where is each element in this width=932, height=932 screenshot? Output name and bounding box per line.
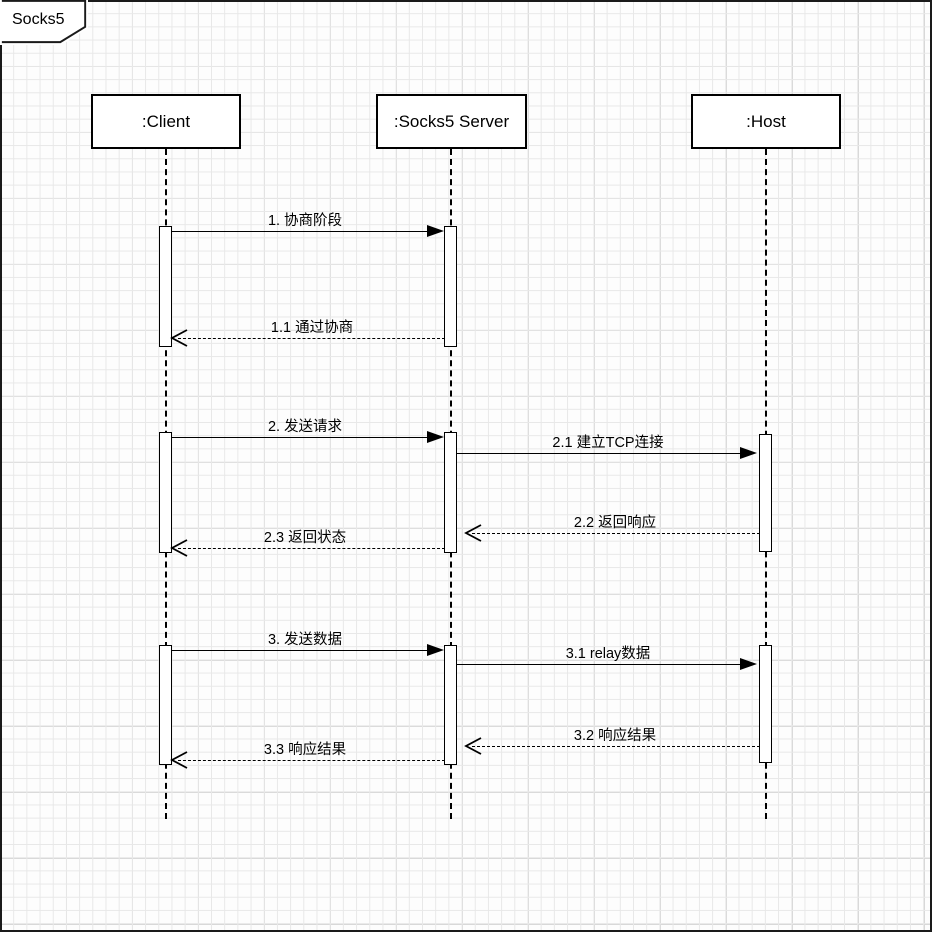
message-label-m3: 3. 发送数据 bbox=[267, 632, 343, 648]
lifeline-header-host[interactable]: :Host bbox=[691, 94, 841, 149]
message-label-m3_2: 3.2 响应结果 bbox=[573, 728, 657, 744]
arrow-head-filled-icon bbox=[427, 431, 444, 443]
activation-bar-server-2 bbox=[444, 432, 457, 553]
arrow-head-filled-icon bbox=[740, 447, 757, 459]
message-line-m3_1[interactable] bbox=[457, 664, 750, 665]
arrow-head-filled-icon bbox=[427, 225, 444, 237]
message-line-m1[interactable] bbox=[172, 231, 437, 232]
activation-bar-client-1 bbox=[159, 226, 172, 347]
lifeline-label-host: :Host bbox=[746, 111, 786, 131]
message-label-m1_1: 1.1 通过协商 bbox=[270, 320, 354, 336]
activation-bar-host-2 bbox=[759, 434, 772, 552]
arrow-head-open-icon bbox=[170, 751, 188, 769]
lifeline-header-server[interactable]: :Socks5 Server bbox=[376, 94, 527, 149]
message-label-m1: 1. 协商阶段 bbox=[267, 213, 343, 229]
arrow-head-open-icon bbox=[170, 329, 188, 347]
arrow-head-open-icon bbox=[170, 539, 188, 557]
arrow-head-open-icon bbox=[464, 737, 482, 755]
arrow-head-open-icon bbox=[464, 524, 482, 542]
frame-label-text: Socks5 bbox=[12, 11, 65, 28]
lifeline-label-server: :Socks5 Server bbox=[393, 111, 510, 131]
activation-bar-host-3 bbox=[759, 645, 772, 763]
lifeline-header-client[interactable]: :Client bbox=[91, 94, 241, 149]
message-line-m2_1[interactable] bbox=[457, 453, 750, 454]
arrow-head-filled-icon bbox=[427, 644, 444, 656]
activation-bar-server-1 bbox=[444, 226, 457, 347]
activation-bar-server-3 bbox=[444, 645, 457, 765]
lifeline-label-client: :Client bbox=[141, 111, 191, 131]
activation-bar-client-2 bbox=[159, 432, 172, 553]
activation-bar-client-3 bbox=[159, 645, 172, 765]
message-label-m2_1: 2.1 建立TCP连接 bbox=[552, 435, 664, 451]
message-label-m3_3: 3.3 响应结果 bbox=[263, 742, 347, 758]
message-line-m2_3[interactable] bbox=[178, 548, 445, 549]
message-label-m2: 2. 发送请求 bbox=[267, 419, 343, 435]
message-label-m3_1: 3.1 relay数据 bbox=[565, 646, 651, 662]
message-label-m2_2: 2.2 返回响应 bbox=[573, 515, 657, 531]
message-label-m2_3: 2.3 返回状态 bbox=[263, 530, 347, 546]
message-line-m3_2[interactable] bbox=[472, 746, 760, 747]
arrow-head-filled-icon bbox=[740, 658, 757, 670]
message-line-m3_3[interactable] bbox=[178, 760, 445, 761]
message-line-m2[interactable] bbox=[172, 437, 437, 438]
message-line-m2_2[interactable] bbox=[472, 533, 760, 534]
message-line-m1_1[interactable] bbox=[178, 338, 445, 339]
message-line-m3[interactable] bbox=[172, 650, 437, 651]
